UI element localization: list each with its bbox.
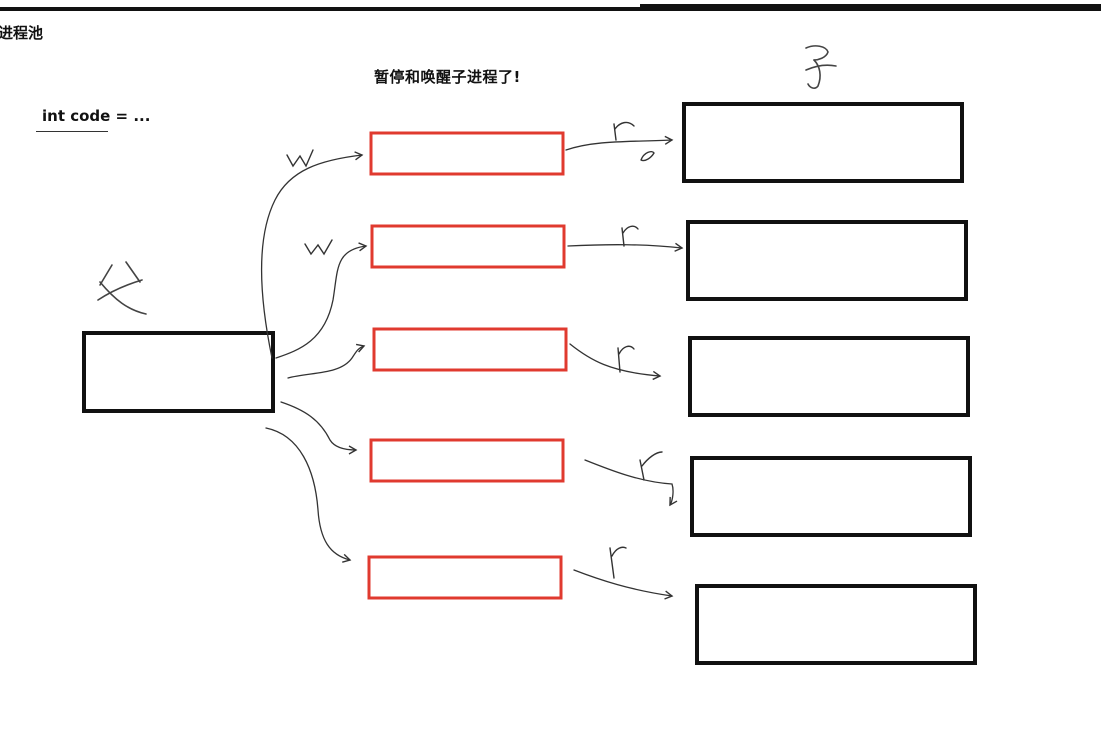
write-arrow-5 bbox=[265, 427, 352, 563]
code-note: int code = ... bbox=[42, 107, 151, 125]
child-handwritten-glyph bbox=[805, 45, 837, 89]
code-note-underline bbox=[36, 131, 108, 132]
pipe-box-3 bbox=[372, 327, 568, 372]
pipe-box-2 bbox=[370, 224, 566, 269]
read-arrow-1 bbox=[565, 135, 674, 151]
top-border-line-offset bbox=[640, 4, 1101, 8]
child-process-box-3 bbox=[688, 336, 970, 417]
read-mark-r-1 bbox=[613, 121, 635, 141]
write-arrow-4 bbox=[280, 401, 358, 455]
write-mark-w-2 bbox=[304, 239, 333, 256]
write-arrow-3 bbox=[287, 343, 366, 379]
top-border-line bbox=[0, 7, 1101, 11]
child-process-box-2 bbox=[686, 220, 968, 301]
page-title: 进程池 bbox=[0, 24, 44, 42]
parent-process-box bbox=[82, 331, 275, 413]
read-mark-r-4 bbox=[639, 451, 663, 481]
pipe-box-1 bbox=[369, 131, 565, 176]
read-arrow-3 bbox=[569, 343, 662, 381]
write-mark-w-1 bbox=[286, 149, 314, 168]
pipe-box-4 bbox=[369, 438, 565, 483]
read-mark-r-2 bbox=[621, 225, 639, 247]
read-arrow-4 bbox=[584, 459, 678, 507]
slide-heading: 暂停和唤醒子进程了! bbox=[374, 68, 521, 86]
read-arrow-2 bbox=[567, 242, 684, 252]
parent-handwritten-glyph bbox=[97, 261, 147, 315]
write-arrow-2 bbox=[275, 242, 368, 359]
read-mark-small-1 bbox=[640, 151, 655, 162]
write-arrow-1 bbox=[260, 151, 364, 359]
pipe-box-5 bbox=[367, 555, 563, 600]
read-mark-r-5 bbox=[609, 546, 627, 579]
write-marks bbox=[286, 149, 333, 256]
child-process-box-5 bbox=[695, 584, 977, 665]
child-process-box-1 bbox=[682, 102, 964, 183]
read-mark-r-3 bbox=[617, 345, 635, 373]
read-arrow-5 bbox=[573, 569, 674, 600]
child-process-box-4 bbox=[690, 456, 972, 537]
read-marks bbox=[609, 121, 663, 579]
